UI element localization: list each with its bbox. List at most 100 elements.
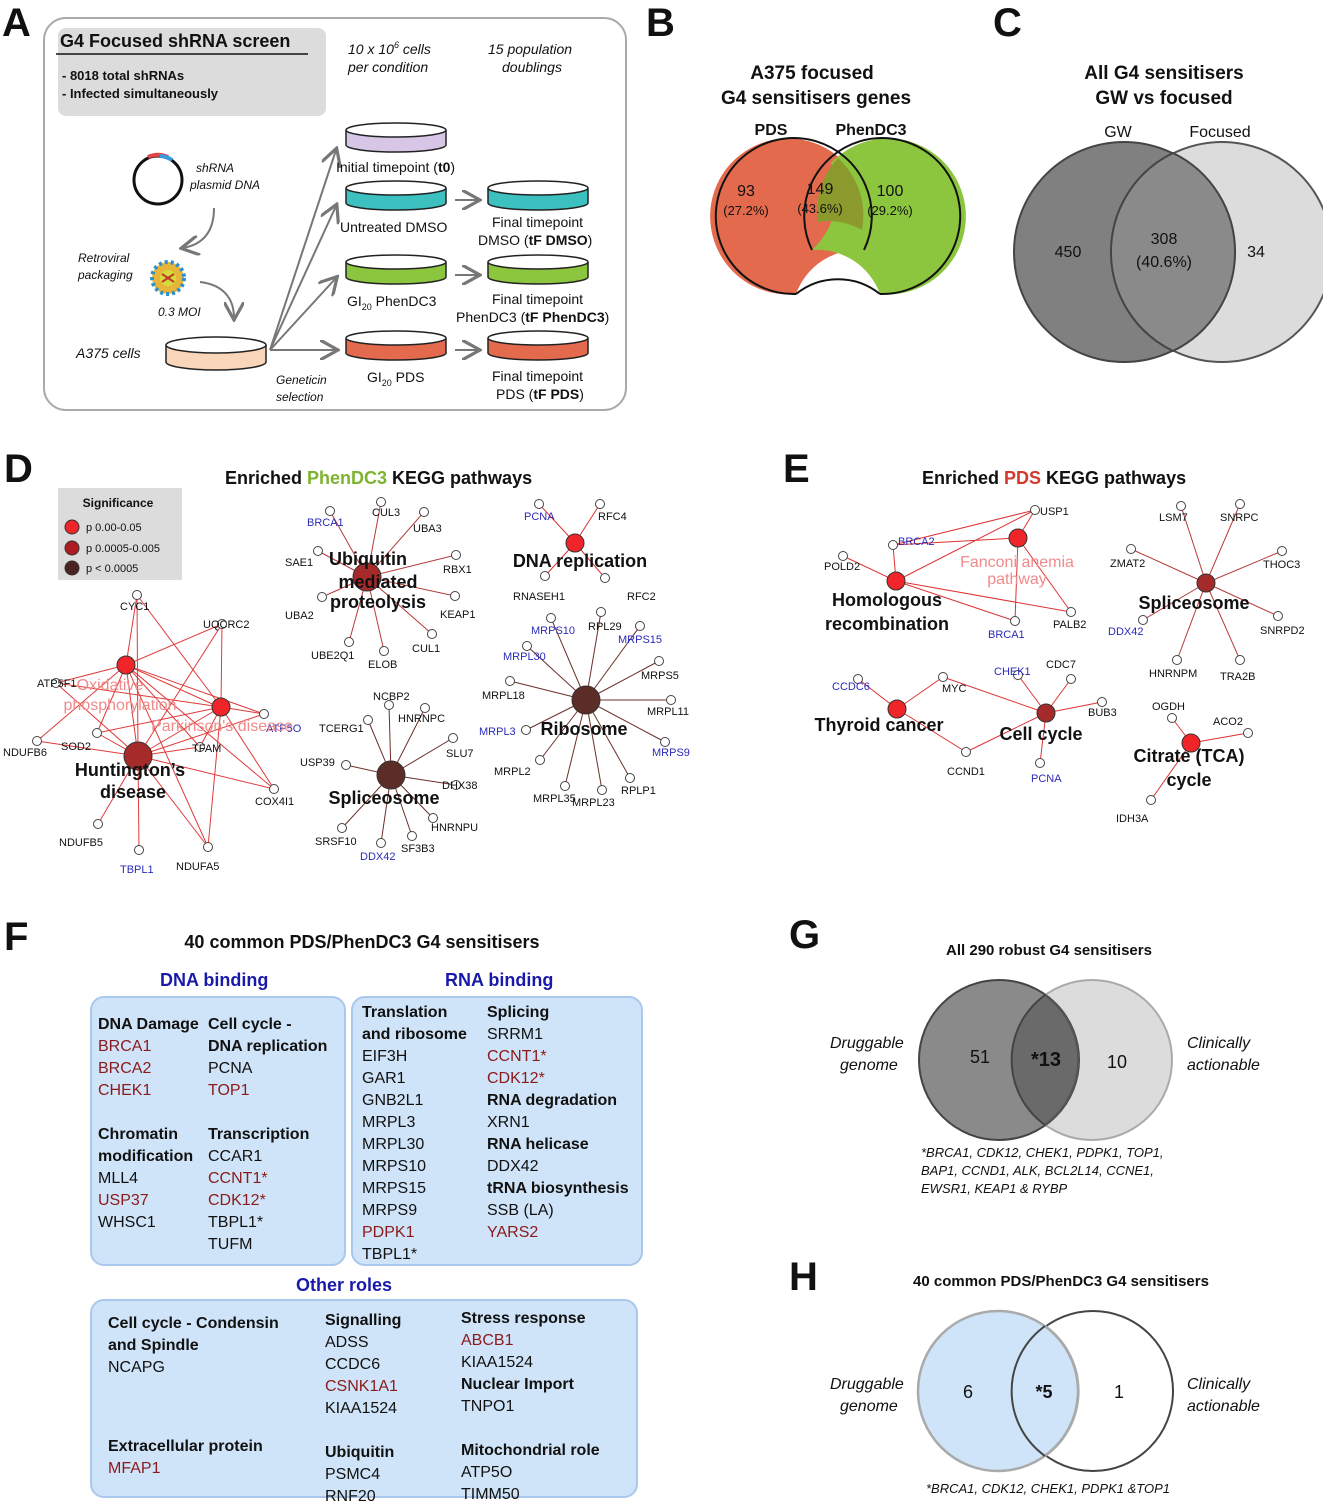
b-set-phendc3: PhenDC3	[835, 122, 906, 139]
category-heading: Cell cycle -	[208, 1016, 292, 1033]
bullet-infected: - Infected simultaneously	[62, 86, 219, 101]
b-pds-pct: (27.2%)	[723, 203, 769, 218]
bullet-shrnas: - 8018 total shRNAs	[62, 68, 184, 83]
gene-sae1: SAE1	[285, 557, 313, 569]
gene-ndufb5: NDUFB5	[59, 837, 103, 849]
dish-t0-icon	[345, 122, 447, 153]
huntington-hub-node	[123, 741, 153, 771]
gene-rnaseh1: RNASEH1	[513, 591, 565, 603]
category-heading: modification	[98, 1148, 194, 1165]
category-heading: Extracellular protein	[108, 1438, 263, 1455]
b-overlap-pct: (43.6%)	[797, 201, 843, 216]
legend-title: Significance	[83, 496, 154, 510]
legend-swatch-3	[64, 560, 80, 576]
panel-label-g: G	[789, 913, 820, 957]
e-gene-zmat2: ZMAT2	[1110, 558, 1145, 570]
g-left-label-2: genome	[840, 1057, 898, 1074]
gene-entry: TNPO1	[461, 1398, 515, 1415]
gi20-pds-label: GI20 PDS	[367, 369, 424, 388]
f-title: 40 common PDS/PhenDC3 G4 sensitisers	[184, 932, 539, 952]
e-gene-chek1: CHEK1	[994, 666, 1031, 678]
h-footnote: *BRCA1, CDK12, CHEK1, PDPK1 &TOP1	[926, 1481, 1170, 1496]
screen-title: G4 Focused shRNA screen	[60, 31, 290, 51]
e-gene-palb2: PALB2	[1053, 619, 1086, 631]
gene-ncbp2: NCBP2	[373, 691, 410, 703]
c-gw-count: 450	[1055, 244, 1082, 261]
final-dmso-label-2: DMSO (tF DMSO)	[478, 232, 592, 248]
gene-uba3: UBA3	[413, 523, 442, 535]
e-gene-ogdh: OGDH	[1152, 701, 1185, 713]
thyroid-hub-node	[887, 699, 907, 719]
c-title-2: GW vs focused	[1095, 88, 1232, 109]
h-overlap-count: *5	[1035, 1382, 1052, 1402]
gene-entry: BRCA1	[98, 1038, 152, 1055]
h-right-label: Clinically	[1187, 1376, 1251, 1393]
h-right-count: 1	[1114, 1382, 1124, 1402]
gene-pcna: PCNA	[524, 511, 555, 523]
gene-rbx1: RBX1	[443, 564, 472, 576]
fanconi-hub-node	[1008, 528, 1028, 548]
g-right-count: 10	[1107, 1052, 1127, 1072]
gene-usp39: USP39	[300, 757, 335, 769]
gene-entry: YARS2	[487, 1224, 539, 1241]
dish-final-dmso-icon	[487, 180, 589, 211]
gene-entry: PDPK1	[362, 1224, 415, 1241]
gene-entry: TBPL1*	[208, 1214, 264, 1231]
gene-tcerg1: TCERG1	[319, 723, 364, 735]
e-gene-lsm7: LSM7	[1159, 512, 1188, 524]
moi-label: 0.3 MOI	[158, 305, 201, 319]
b-phendc3-count: 100	[877, 183, 904, 200]
final-pds-label-2: PDS (tF PDS)	[496, 386, 584, 402]
b-pds-count: 93	[737, 183, 755, 200]
arrow-virus-to-cells	[199, 281, 234, 318]
d-spliceosome-hub-node	[376, 760, 406, 790]
gene-dhx38: DHX38	[442, 780, 477, 792]
gene-cox4i1: COX4I1	[255, 796, 294, 808]
gene-keap1: KEAP1	[440, 609, 475, 621]
a375-dish-icon	[165, 336, 267, 371]
gene-entry: ADSS	[325, 1334, 369, 1351]
geneticin-label-2: selection	[276, 390, 324, 404]
gene-mrps9: MRPS9	[652, 747, 690, 759]
gene-entry: CCAR1	[208, 1148, 263, 1165]
e-gene-ddx42: DDX42	[1108, 626, 1143, 638]
category-heading: Translation	[362, 1004, 448, 1021]
d-title: Enriched PhenDC3 KEGG pathways	[225, 468, 532, 488]
gene-tbpl1: TBPL1	[120, 864, 154, 876]
pathway-fanconi: Fanconi anemia	[960, 554, 1074, 571]
c-venn	[1013, 141, 1323, 363]
legend-swatch-2	[64, 540, 80, 556]
gene-entry: MRPL30	[362, 1136, 425, 1153]
category-heading: and Spindle	[108, 1337, 199, 1354]
gene-hnrnpu: HNRNPU	[431, 822, 478, 834]
panel-label-c: C	[993, 1, 1022, 45]
legend-label-3: p < 0.0005	[86, 563, 138, 575]
category-heading: RNA helicase	[487, 1136, 589, 1153]
category-heading: Ubiquitin	[325, 1444, 395, 1461]
gene-entry: WHSC1	[98, 1214, 156, 1231]
gene-srsf10: SRSF10	[315, 836, 357, 848]
h-left-label: Druggable	[830, 1376, 904, 1393]
ribosome-gene-nodes	[505, 607, 676, 795]
g-title: All 290 robust G4 sensitisers	[946, 942, 1152, 959]
pathway-homrec: Homologous	[832, 590, 942, 610]
legend-label-2: p 0.0005-0.005	[86, 543, 160, 555]
e-gene-pold2: POLD2	[824, 561, 860, 573]
b-title-2: G4 sensitisers genes	[721, 88, 911, 109]
gene-rfc2: RFC2	[627, 591, 656, 603]
pathway-huntington: Huntington’s	[75, 760, 185, 780]
gene-entry: MRPS9	[362, 1202, 418, 1219]
gene-rplp1: RPLP1	[621, 785, 656, 797]
h-left-label-2: genome	[840, 1398, 898, 1415]
e-title: Enriched PDS KEGG pathways	[922, 468, 1186, 488]
legend-swatch-1	[64, 519, 80, 535]
gene-entry: GNB2L1	[362, 1092, 424, 1109]
gene-entry: KIAA1524	[461, 1354, 534, 1371]
tca-gene-nodes	[1146, 713, 1253, 805]
category-heading: Stress response	[461, 1310, 586, 1327]
cells-note-2: per condition	[347, 59, 428, 75]
f-dna-binding-title: DNA binding	[160, 970, 269, 990]
category-heading: Cell cycle - Condensin	[108, 1315, 279, 1332]
